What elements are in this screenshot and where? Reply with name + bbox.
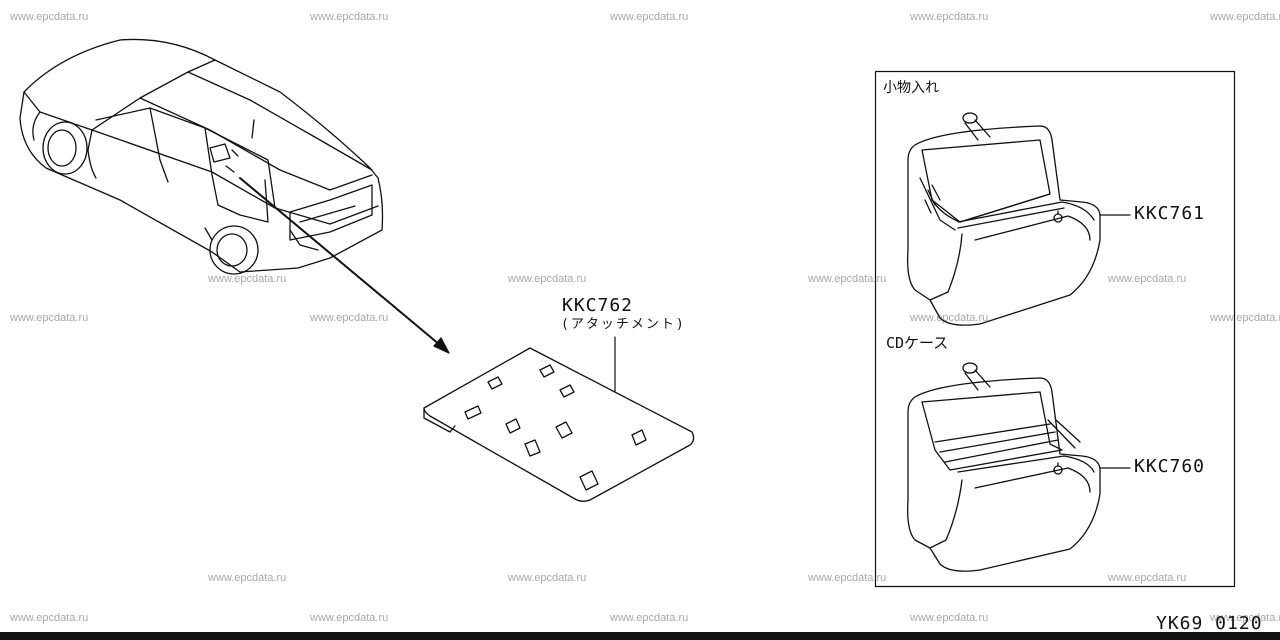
vehicle-illustration bbox=[19, 38, 384, 275]
watermark: www.epcdata.ru bbox=[10, 11, 89, 23]
watermark: www.epcdata.ru bbox=[610, 612, 689, 624]
small-box-drawing bbox=[907, 112, 1131, 326]
part-number-cd-case: KKC760 bbox=[1134, 456, 1206, 477]
watermark: www.epcdata.ru bbox=[508, 273, 587, 285]
watermark: www.epcdata.ru bbox=[1108, 273, 1187, 285]
watermark: www.epcdata.ru bbox=[208, 273, 287, 285]
watermark: www.epcdata.ru bbox=[1210, 11, 1280, 23]
watermark: www.epcdata.ru bbox=[808, 572, 887, 584]
part-sub-label-attachment: (アタッチメント) bbox=[561, 317, 686, 332]
inset-caption-small-box: 小物入れ bbox=[883, 80, 939, 96]
watermark: www.epcdata.ru bbox=[910, 312, 989, 324]
watermark: www.epcdata.ru bbox=[910, 11, 989, 23]
attachment-mat-drawing bbox=[423, 336, 695, 502]
watermark: www.epcdata.ru bbox=[508, 572, 587, 584]
watermark: www.epcdata.ru bbox=[910, 612, 989, 624]
watermark: www.epcdata.ru bbox=[310, 11, 389, 23]
watermark: www.epcdata.ru bbox=[10, 312, 89, 324]
location-arrow bbox=[239, 177, 450, 354]
cd-case-drawing bbox=[907, 362, 1131, 572]
watermark: www.epcdata.ru bbox=[10, 612, 89, 624]
watermark: www.epcdata.ru bbox=[310, 312, 389, 324]
watermark: www.epcdata.ru bbox=[610, 11, 689, 23]
watermark: www.epcdata.ru bbox=[808, 273, 887, 285]
watermark: www.epcdata.ru bbox=[1210, 312, 1280, 324]
watermark: www.epcdata.ru bbox=[310, 612, 389, 624]
watermark: www.epcdata.ru bbox=[1108, 572, 1187, 584]
bottom-border bbox=[0, 632, 1280, 640]
figure-code: YK69 0120 bbox=[1156, 613, 1263, 634]
part-number-attachment: KKC762 bbox=[562, 295, 634, 316]
inset-caption-cd-case: CDケース bbox=[886, 334, 949, 352]
watermark: www.epcdata.ru bbox=[1210, 612, 1280, 624]
part-number-small-box: KKC761 bbox=[1134, 203, 1206, 224]
watermark: www.epcdata.ru bbox=[208, 572, 287, 584]
inset-frame bbox=[874, 70, 1236, 588]
